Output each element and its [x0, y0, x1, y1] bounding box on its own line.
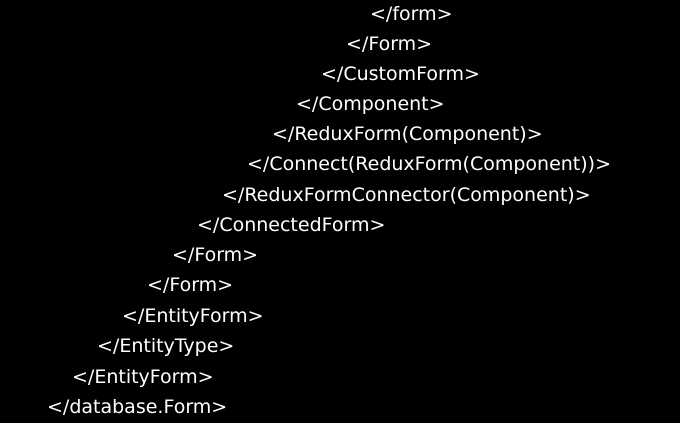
closing-tag-line: </EntityForm>	[122, 305, 264, 327]
closing-tag-line: </EntityType>	[97, 335, 235, 357]
closing-tag-line: </ReduxForm(Component)>	[272, 123, 543, 145]
closing-tag-line: </EntityForm>	[72, 366, 214, 388]
closing-tag-line: </ConnectedForm>	[197, 214, 386, 236]
closing-tag-line: </Form>	[346, 33, 433, 55]
closing-tag-line: </form>	[370, 3, 453, 25]
closing-tag-line: </database.Form>	[47, 396, 228, 418]
closing-tag-line: </Connect(ReduxForm(Component))>	[247, 153, 612, 175]
closing-tag-line: </ReduxFormConnector(Component)>	[222, 184, 591, 206]
closing-tag-line: </Component>	[296, 93, 445, 115]
closing-tag-line: </Form>	[172, 244, 259, 266]
closing-tag-line: </Form>	[147, 274, 234, 296]
closing-tag-line: </CustomForm>	[321, 63, 480, 85]
